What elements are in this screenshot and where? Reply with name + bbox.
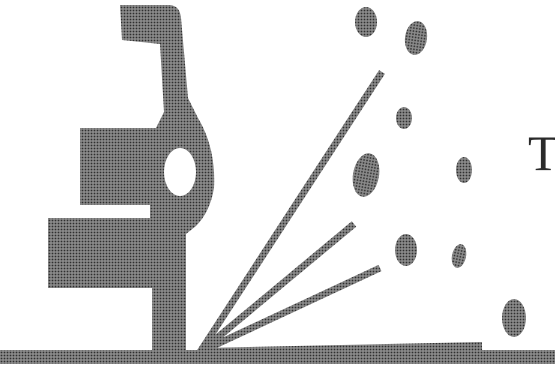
droplet-icon (456, 157, 472, 183)
droplet-icon (403, 20, 430, 57)
droplet-icon (395, 234, 417, 266)
cropped-heading-letter: T (528, 128, 555, 178)
spray-rays-icon (200, 72, 482, 352)
droplets (349, 7, 526, 337)
droplet-icon (502, 299, 526, 337)
droplet-icon (349, 151, 382, 199)
droplet-icon (396, 107, 412, 129)
droplet-icon (355, 7, 377, 37)
droplet-icon (450, 243, 469, 269)
vehicle-window (164, 148, 196, 196)
